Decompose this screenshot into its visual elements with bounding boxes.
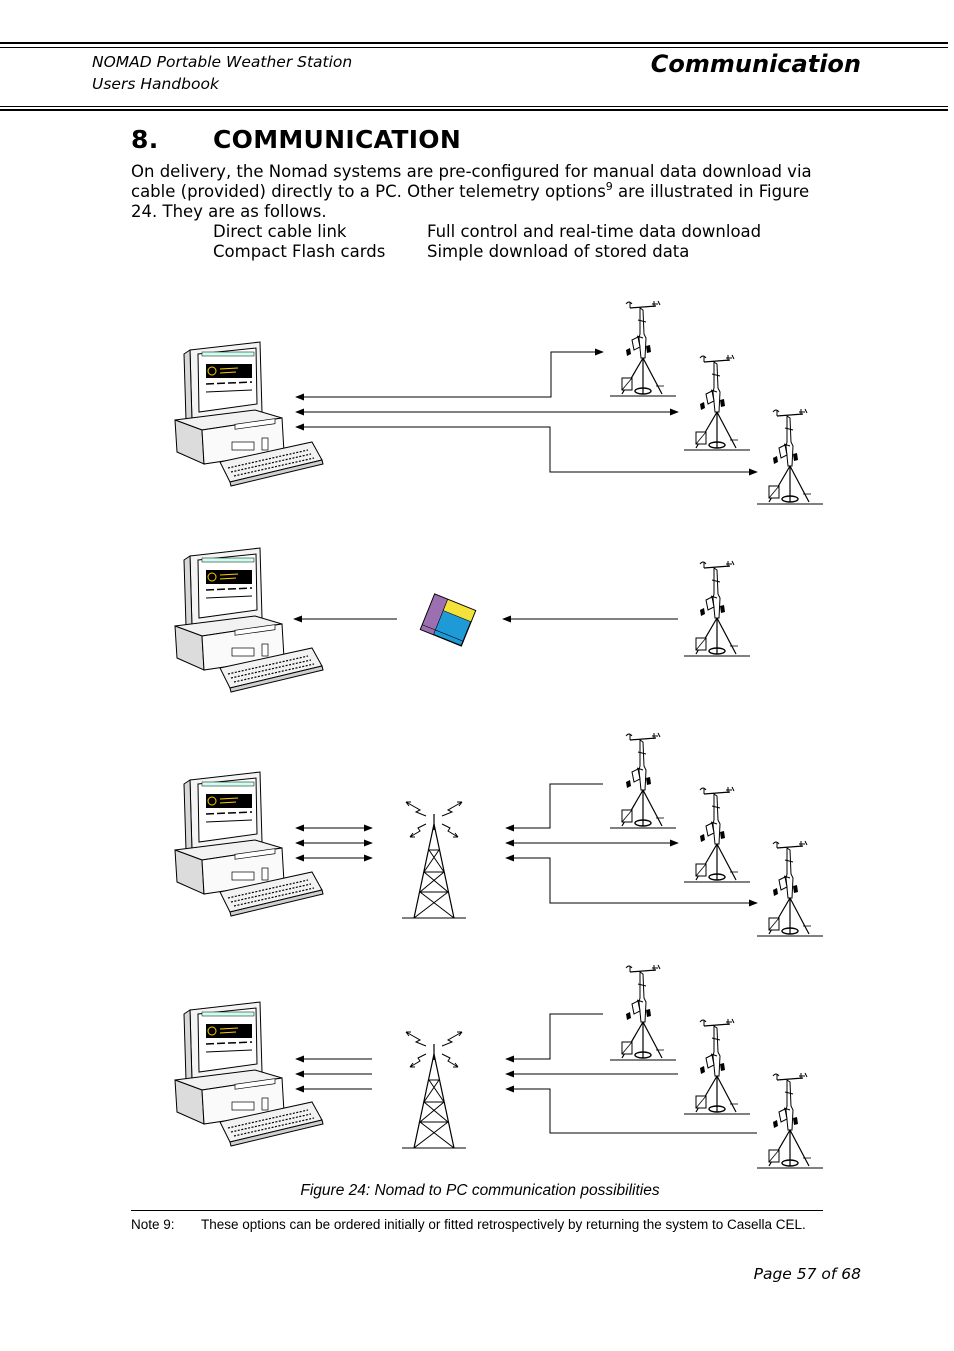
weather-station-icon xyxy=(756,1072,824,1169)
section-heading: 8. COMMUNICATION xyxy=(131,125,461,154)
section-number: 8. xyxy=(131,125,159,154)
weather-station-icon xyxy=(756,840,824,937)
intro-paragraph: On delivery, the Nomad systems are pre-c… xyxy=(131,162,821,222)
section-header-title: Communication xyxy=(650,50,861,78)
header-bottom-rule-thick xyxy=(0,109,948,111)
weather-station-icon xyxy=(609,300,677,397)
row-direct-cable xyxy=(174,300,824,505)
weather-station-icon xyxy=(609,964,677,1061)
pc-icon xyxy=(174,341,324,487)
link-arrow xyxy=(295,423,758,476)
row-radio-one-way xyxy=(174,964,824,1169)
pc-icon xyxy=(174,547,324,693)
footnote-reference: 9 xyxy=(605,180,613,193)
compact-flash-card-icon xyxy=(419,593,477,647)
link-arrow xyxy=(295,348,604,401)
option-name: Direct cable link xyxy=(213,222,347,241)
radio-mast-icon xyxy=(401,795,467,919)
footnote-text: These options can be ordered initially o… xyxy=(201,1217,806,1232)
intro-text-start: On delivery, the Nomad systems are pre-c… xyxy=(131,162,812,201)
weather-station-icon xyxy=(683,1018,751,1115)
option-row: Compact Flash cards Simple download of st… xyxy=(213,242,689,262)
option-name: Compact Flash cards xyxy=(213,242,386,261)
page-number: Page 57 of 68 xyxy=(753,1265,861,1283)
row-radio-bidirectional xyxy=(174,732,824,937)
header-top-rule-thick xyxy=(0,42,948,44)
link-arrow xyxy=(505,783,603,832)
footnote-divider xyxy=(131,1210,823,1211)
weather-station-icon xyxy=(683,560,751,657)
header-bottom-rule-thin xyxy=(0,106,948,107)
link-arrow xyxy=(505,1013,603,1063)
weather-station-icon xyxy=(609,732,677,829)
intro-text-end: are illustrated in Figure 24. They are a… xyxy=(131,182,810,221)
option-description: Full control and real-time data download xyxy=(427,222,762,241)
option-row: Direct cable link Full control and real-t… xyxy=(213,222,761,242)
header-top-rule-thin xyxy=(0,47,948,48)
row-compact-flash xyxy=(174,547,751,693)
doc-title: NOMAD Portable Weather Station xyxy=(92,53,353,71)
figure-caption: Figure 24: Nomad to PC communication pos… xyxy=(300,1182,660,1199)
doc-subtitle: Users Handbook xyxy=(92,75,219,93)
radio-mast-icon xyxy=(401,1025,467,1149)
link-arrow xyxy=(505,1085,757,1134)
weather-station-icon xyxy=(683,786,751,883)
weather-station-icon xyxy=(683,354,751,451)
section-title: COMMUNICATION xyxy=(213,125,462,154)
link-arrow xyxy=(505,854,758,907)
option-description: Simple download of stored data xyxy=(427,242,690,261)
weather-station-icon xyxy=(756,408,824,505)
footnote-label: Note 9: xyxy=(131,1217,175,1232)
pc-icon xyxy=(174,771,324,917)
